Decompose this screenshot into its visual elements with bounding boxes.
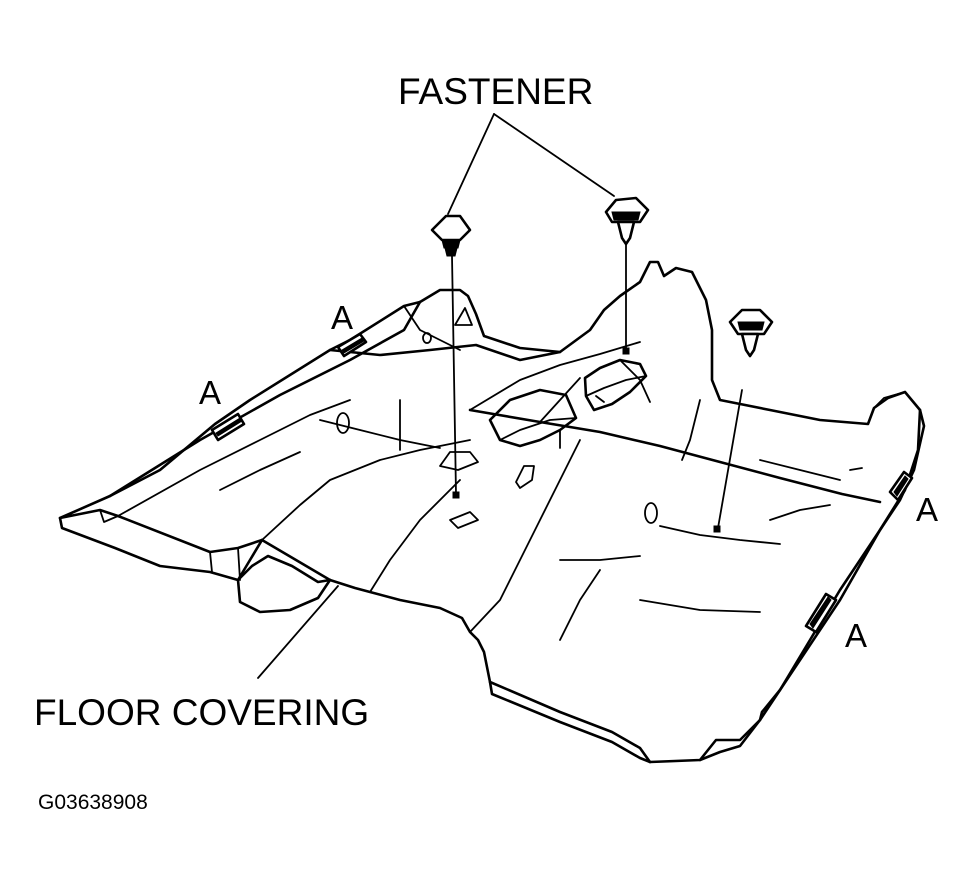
clip-marker-label-upper-left: A (331, 299, 353, 336)
clip-marker-label-right-lower: A (845, 617, 867, 654)
clip-a-right-lower (804, 592, 838, 634)
fastener-leader-lines (447, 113, 615, 215)
clip-marker-label-right-upper: A (916, 491, 938, 528)
floor-covering-leader-line (257, 585, 339, 679)
fastener-label: FASTENER (398, 71, 593, 112)
fastener-left (430, 214, 472, 499)
floor-covering-label: FLOOR COVERING (34, 692, 369, 733)
clip-a-upper-left (336, 332, 368, 358)
clip-marker-label-left: A (199, 374, 221, 411)
clip-a-left (210, 412, 246, 442)
fastener-right (713, 308, 774, 533)
fastener-middle (604, 196, 650, 355)
clip-a-right-upper (888, 470, 914, 502)
floor-covering-mat (58, 260, 926, 764)
figure-id: G03638908 (38, 791, 148, 814)
